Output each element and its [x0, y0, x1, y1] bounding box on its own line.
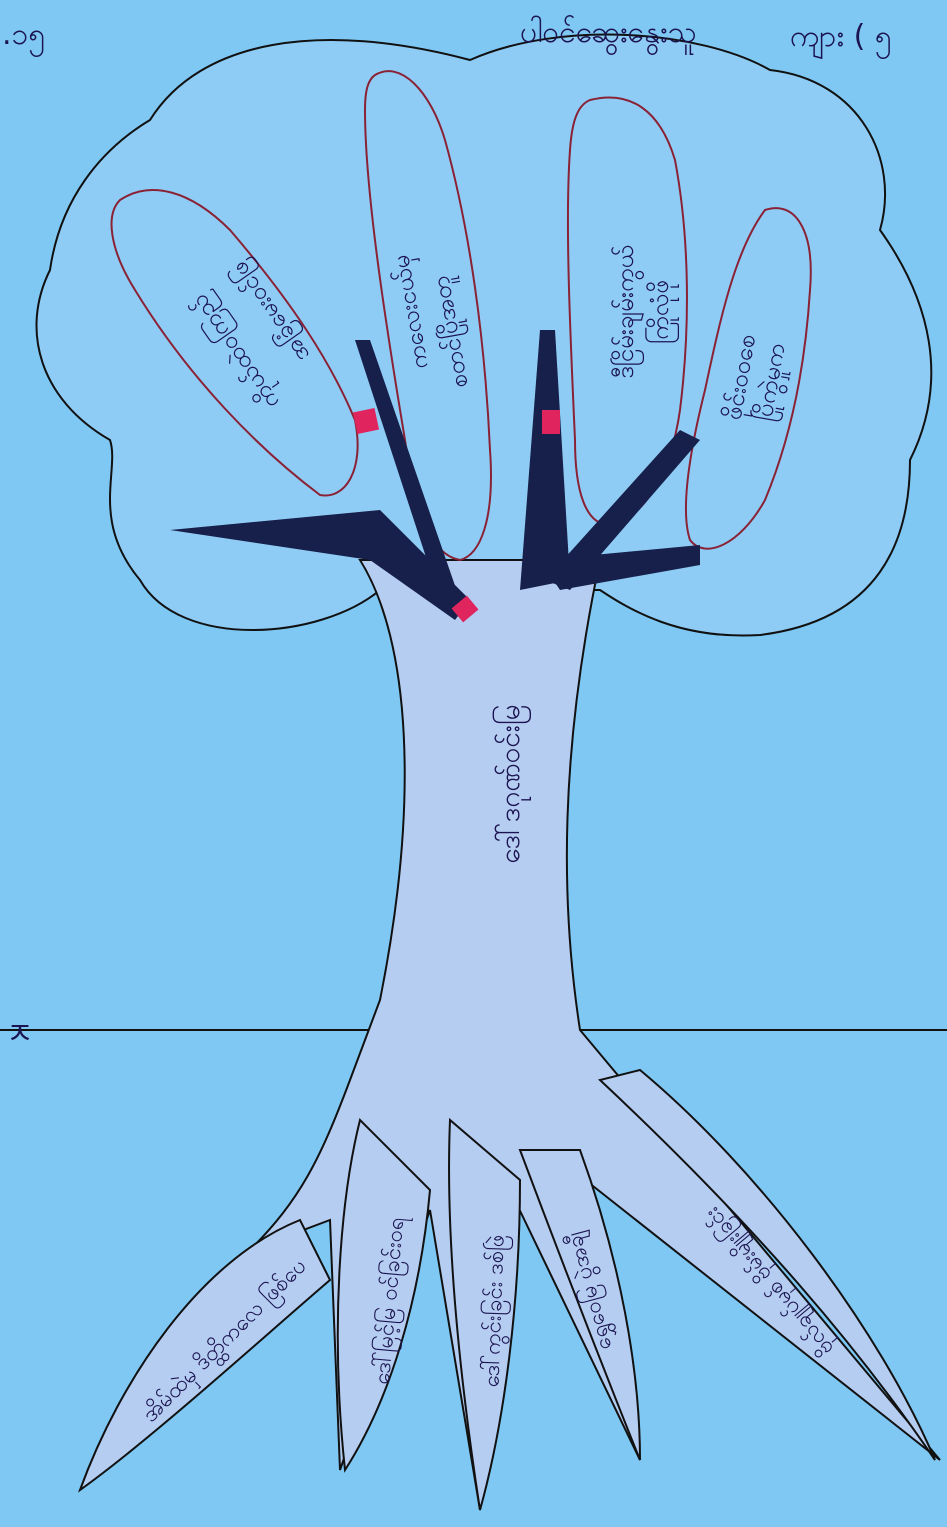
ground-mark: ㅈ [6, 1020, 34, 1050]
branch-left-mark [353, 408, 379, 434]
group-label: ကျား ( ၅ [790, 22, 892, 52]
participants-title: ပါဝင်ဆွေးနွေးသူ [520, 18, 697, 48]
trunk-label: ဒေါ်ဒဂုဏ်ဝင်းမြ [496, 634, 524, 934]
corner-number: .၁၅ [2, 20, 45, 50]
branch-center-mark [542, 410, 560, 434]
leaf-3-line1: ဒီငြိမ်းချမ်းကွယ် [613, 162, 637, 462]
leaf-3-line2: ကြိုလုံဖို [648, 162, 672, 462]
